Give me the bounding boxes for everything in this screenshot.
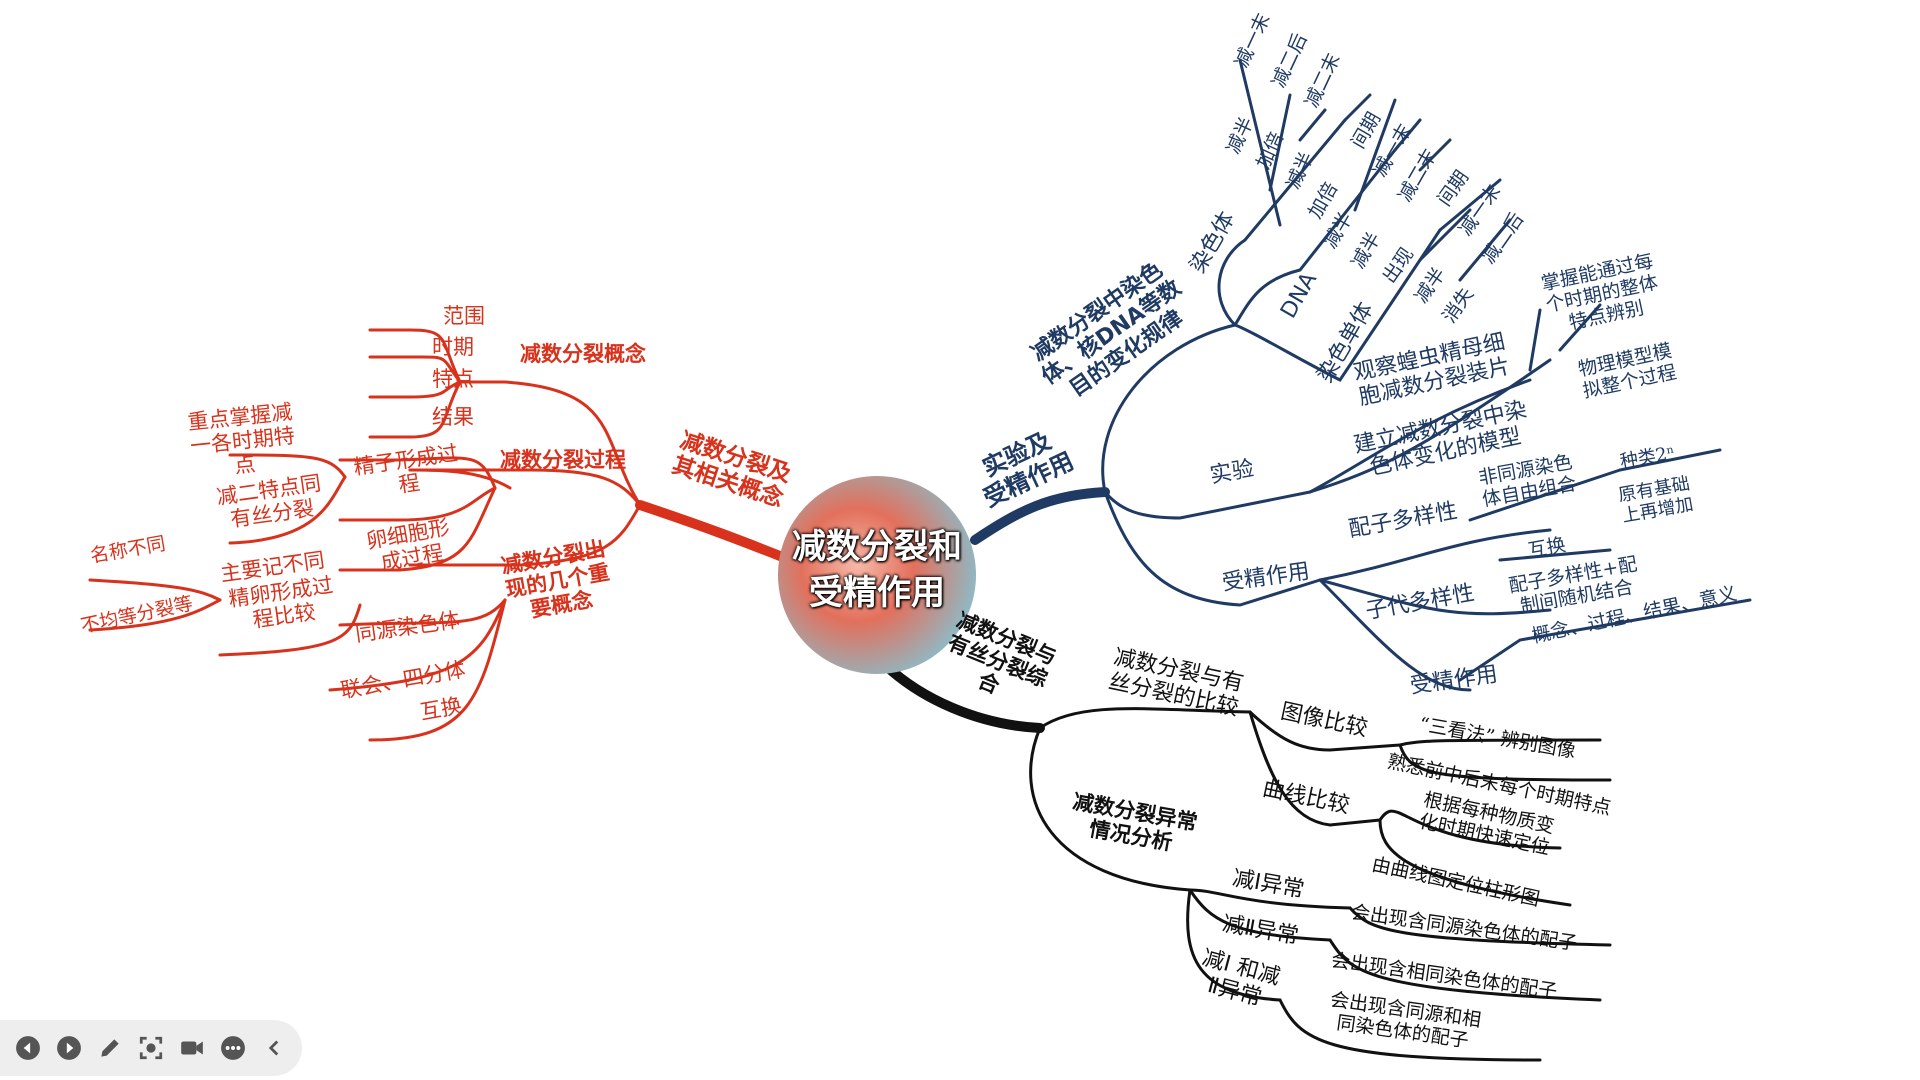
- sperm-note[interactable]: 重点掌握减 一各时期特 点: [187, 400, 299, 483]
- center-node-label[interactable]: 减数分裂和 受精作用: [770, 525, 984, 617]
- concept-item-feature[interactable]: 特点: [432, 367, 474, 391]
- camera-icon[interactable]: [176, 1032, 208, 1064]
- center-line1: 减数分裂和: [792, 527, 962, 567]
- prev-icon[interactable]: [12, 1032, 44, 1064]
- center-node-image[interactable]: [778, 476, 976, 674]
- fullscreen-icon[interactable]: [135, 1032, 167, 1064]
- concept-item-period[interactable]: 时期: [432, 335, 474, 359]
- process-topic[interactable]: 减数分裂过程: [500, 448, 626, 472]
- presentation-toolbar: [0, 1020, 302, 1076]
- concept-item-result[interactable]: 结果: [432, 405, 474, 429]
- concept-topic[interactable]: 减数分裂概念: [520, 342, 646, 366]
- concept-item-scope[interactable]: 范围: [443, 304, 485, 328]
- more-icon[interactable]: [217, 1032, 249, 1064]
- next-icon[interactable]: [53, 1032, 85, 1064]
- pen-icon[interactable]: [94, 1032, 126, 1064]
- collapse-icon[interactable]: [258, 1032, 290, 1064]
- center-line2: 受精作用: [809, 572, 945, 613]
